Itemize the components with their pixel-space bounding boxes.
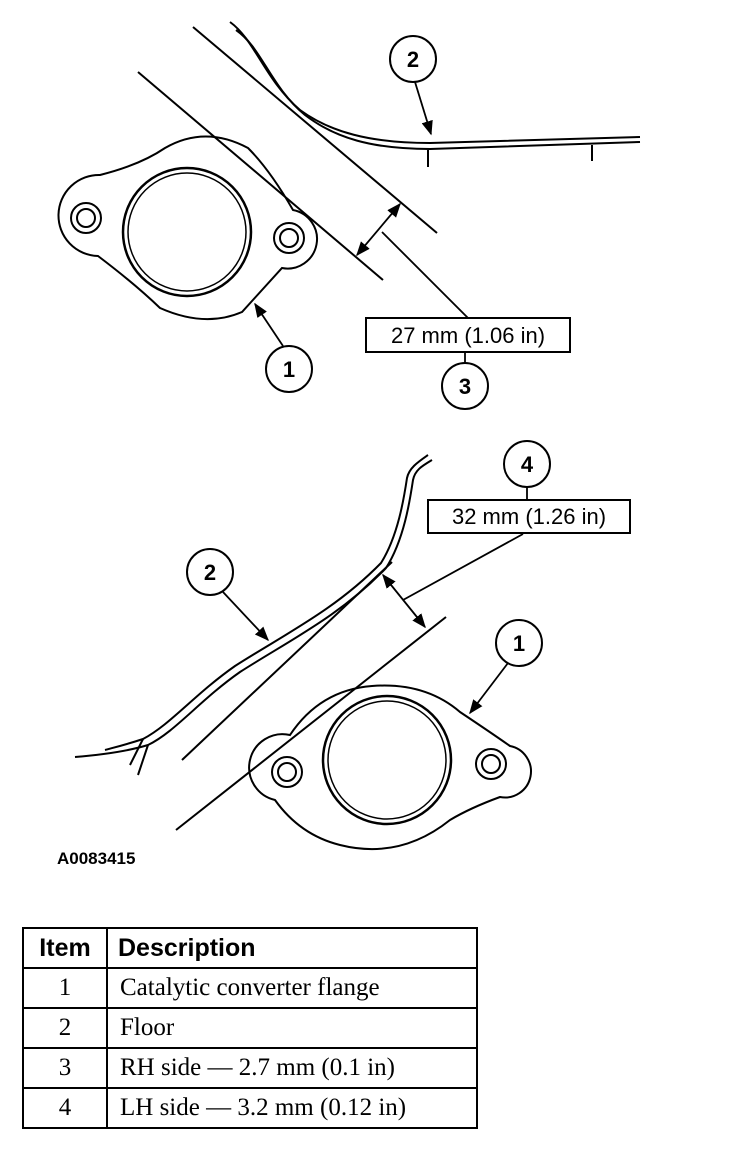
dimension-arrow-top — [356, 202, 401, 257]
measurement-box-bottom: 32 mm (1.26 in) — [427, 499, 631, 534]
reference-lines-top — [137, 26, 438, 281]
cell-item: 3 — [22, 1047, 108, 1089]
leaders-bottom — [222, 487, 528, 715]
leaders-top — [254, 81, 469, 364]
cell-description: Catalytic converter flange — [106, 967, 478, 1009]
header-item: Item — [22, 927, 108, 969]
callout-1-bottom-label: 1 — [513, 631, 525, 656]
legend-header-row: Item Description — [22, 927, 478, 969]
measurement-bottom-label: 32 mm (1.26 in) — [452, 504, 606, 529]
reference-lines-bottom — [175, 561, 447, 831]
table-row: 3 RH side — 2.7 mm (0.1 in) — [22, 1047, 478, 1089]
floor-pan-top — [229, 21, 641, 167]
callout-2-bottom: 2 — [186, 548, 234, 596]
exhaust-clearance-diagram: 2 1 27 mm (1.06 in) 3 — [57, 21, 641, 868]
measurement-top-label: 27 mm (1.06 in) — [391, 323, 545, 348]
table-row: 2 Floor — [22, 1007, 478, 1049]
top-view: 2 1 27 mm (1.06 in) 3 — [57, 21, 641, 410]
bottom-view: 4 32 mm (1.26 in) 2 1 — [74, 440, 631, 851]
cell-description: Floor — [106, 1007, 478, 1049]
callout-3: 3 — [441, 362, 489, 410]
table-row: 1 Catalytic converter flange — [22, 967, 478, 1009]
callout-2-bottom-label: 2 — [204, 560, 216, 585]
callout-3-label: 3 — [459, 374, 471, 399]
callout-2-top: 2 — [389, 35, 437, 83]
cell-item: 4 — [22, 1087, 108, 1129]
callout-1-bottom: 1 — [495, 619, 543, 667]
flange-bottom — [248, 684, 532, 851]
cell-item: 1 — [22, 967, 108, 1009]
callout-4: 4 — [503, 440, 551, 488]
measurement-box-top: 27 mm (1.06 in) — [365, 317, 571, 353]
callout-2-top-label: 2 — [407, 47, 419, 72]
dimension-arrow-bottom — [382, 573, 426, 629]
table-row: 4 LH side — 3.2 mm (0.12 in) — [22, 1087, 478, 1129]
callout-1-top-label: 1 — [283, 357, 295, 382]
figure-id: A0083415 — [57, 849, 135, 868]
legend-table: Item Description 1 Catalytic converter f… — [22, 927, 478, 1129]
floor-pan-bottom — [74, 454, 433, 776]
callout-1-top: 1 — [265, 345, 313, 393]
cell-item: 2 — [22, 1007, 108, 1049]
flange-top — [57, 135, 318, 321]
cell-description: LH side — 3.2 mm (0.12 in) — [106, 1087, 478, 1129]
callout-4-label: 4 — [521, 452, 534, 477]
cell-description: RH side — 2.7 mm (0.1 in) — [106, 1047, 478, 1089]
header-description: Description — [106, 927, 478, 969]
